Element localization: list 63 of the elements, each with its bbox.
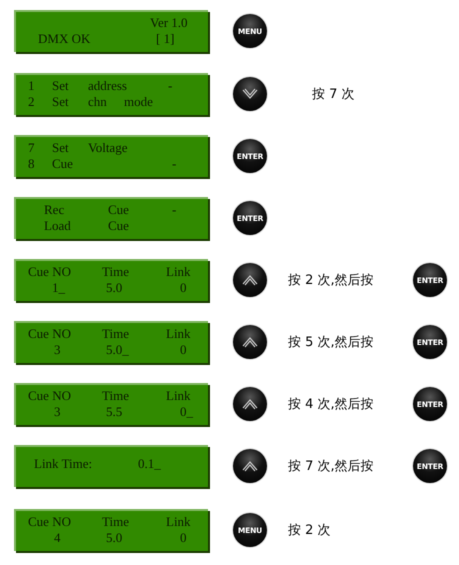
screen-text: 2 xyxy=(28,95,34,109)
lcd-screen xyxy=(14,321,208,363)
screen-text: 5.0 xyxy=(106,281,122,295)
screen-text: Link xyxy=(166,327,191,341)
screen-text: 5.0 xyxy=(106,531,122,545)
screen-text: 5.5 xyxy=(106,405,122,419)
lcd-screen xyxy=(14,197,208,239)
screen-text: 0.1_ xyxy=(138,457,161,471)
screen-text: Cue NO xyxy=(28,327,71,341)
instruction-text: 按 4 次,然后按 xyxy=(288,396,374,413)
screen-text: 0 xyxy=(180,531,186,545)
lcd-screen xyxy=(14,10,208,52)
screen-text: DMX OK xyxy=(38,32,90,46)
screen-text: 1 xyxy=(28,79,34,93)
instruction-text: 按 5 次,然后按 xyxy=(288,334,374,351)
lcd-screen xyxy=(14,383,208,425)
lcd-screen xyxy=(14,509,208,551)
screen-text: Rec xyxy=(44,203,64,217)
screen-text: - xyxy=(168,79,172,93)
screen-text: Cue xyxy=(108,219,129,233)
screen-text: 3 xyxy=(54,343,60,357)
screen-text: 0_ xyxy=(180,405,193,419)
screen-text: Time xyxy=(102,327,129,341)
lcd-screen xyxy=(14,135,208,177)
screen-text: Link Time: xyxy=(34,457,92,471)
screen-text: 0 xyxy=(180,281,186,295)
screen-text: Cue NO xyxy=(28,515,71,529)
instruction-text: 按 2 次 xyxy=(288,522,331,539)
screen-text: - xyxy=(172,203,176,217)
screen-text: Load xyxy=(44,219,71,233)
screen-text: 8 xyxy=(28,157,34,171)
screen-text: Set xyxy=(52,79,69,93)
screen-text: 7 xyxy=(28,141,34,155)
screen-text: address xyxy=(88,79,127,93)
screen-text: 5.0_ xyxy=(106,343,129,357)
screen-text: Cue NO xyxy=(28,389,71,403)
screen-text: Ver 1.0 xyxy=(150,16,188,30)
screen-text: Cue xyxy=(52,157,73,171)
screen-text: Link xyxy=(166,265,191,279)
lcd-screen xyxy=(14,259,208,301)
screen-text: 1_ xyxy=(52,281,65,295)
screen-text: Cue xyxy=(108,203,129,217)
instruction-text: 按 2 次,然后按 xyxy=(288,272,374,289)
screen-text: Set xyxy=(52,141,69,155)
screen-text: Link xyxy=(166,515,191,529)
screen-text: Link xyxy=(166,389,191,403)
screen-text: chn xyxy=(88,95,107,109)
screen-text: mode xyxy=(124,95,153,109)
screen-text: Time xyxy=(102,515,129,529)
instruction-text: 按 7 次 xyxy=(312,86,355,103)
lcd-screen xyxy=(14,445,208,487)
screen-text: 4 xyxy=(54,531,60,545)
screen-text: 3 xyxy=(54,405,60,419)
screen-text: - xyxy=(172,157,176,171)
screen-text: [ 1] xyxy=(156,32,174,46)
screen-text: 0 xyxy=(180,343,186,357)
lcd-screen xyxy=(14,73,208,115)
screen-text: Cue NO xyxy=(28,265,71,279)
instruction-text: 按 7 次,然后按 xyxy=(288,458,374,475)
screen-text: Time xyxy=(102,389,129,403)
screen-text: Set xyxy=(52,95,69,109)
screen-text: Voltage xyxy=(88,141,128,155)
screen-text: Time xyxy=(102,265,129,279)
